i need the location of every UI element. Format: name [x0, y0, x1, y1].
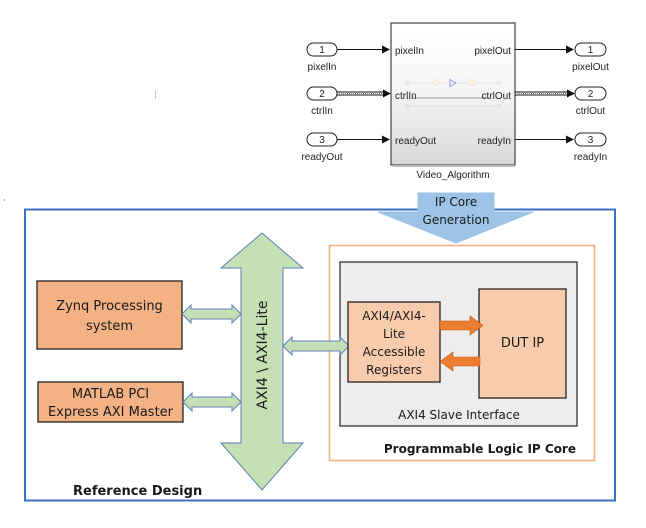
block-port-readyIn: readyIn — [478, 136, 511, 147]
block-port-readyOut: readyOut — [395, 136, 436, 147]
outport-pixelOut[interactable]: 1 pixelOut — [572, 42, 609, 73]
bus-line-ctrlIn — [337, 89, 391, 98]
matlab-label-line1: MATLAB PCI — [72, 387, 149, 402]
registers-to-dut-arrow — [439, 315, 484, 336]
inport-label: ctrlIn — [311, 106, 333, 117]
outport-label: ctrlOut — [576, 106, 606, 117]
ip-core-generation-arrow: IP Core Generation — [377, 192, 534, 244]
axi4-bus-arrow: AXI4 \ AXI4-Lite — [219, 232, 305, 491]
block-port-ctrlIn: ctrlIn — [395, 91, 417, 102]
matlab-bus-double-arrow — [182, 391, 242, 413]
axi4-slave-interface-label: AXI4 Slave Interface — [398, 408, 520, 422]
bus-line-ctrlOut — [515, 89, 575, 98]
inport-label: pixelIn — [308, 62, 337, 73]
block-internal-icon — [405, 78, 501, 108]
block-port-pixelIn: pixelIn — [395, 46, 424, 57]
reference-design-frame — [24, 208, 616, 502]
bus-registers-double-arrow — [282, 335, 350, 357]
ip-core-arrow-line2: Generation — [423, 213, 490, 227]
ip-core-label: Programmable Logic IP Core — [384, 442, 576, 456]
inport-number: 2 — [319, 89, 325, 100]
registers-line1: AXI4/AXI4- — [362, 309, 426, 323]
stray-mark — [155, 91, 156, 99]
block-name: Video_Algorithm — [416, 170, 489, 181]
outport-label: readyIn — [574, 152, 607, 163]
outport-number: 1 — [588, 45, 594, 56]
inport-number: 1 — [319, 45, 325, 56]
axi4-bus-label: AXI4 \ AXI4-Lite — [255, 301, 271, 410]
inport-readyOut[interactable]: 3 readyOut — [301, 132, 343, 163]
accessible-registers-box[interactable]: AXI4/AXI4- Lite Accessible Registers — [347, 301, 441, 383]
video-algorithm-block[interactable] — [390, 22, 516, 166]
registers-line2: Lite — [383, 327, 405, 341]
outport-label: pixelOut — [572, 62, 609, 73]
dut-ip-label: DUT IP — [501, 336, 544, 351]
dut-ip-box[interactable]: DUT IP — [478, 288, 567, 399]
matlab-pci-express-axi-master-box[interactable]: MATLAB PCI Express AXI Master — [37, 381, 184, 423]
registers-line3: Accessible — [363, 345, 426, 359]
reference-design-label: Reference Design — [73, 484, 202, 499]
outport-number: 3 — [588, 135, 594, 146]
block-shadow — [393, 165, 515, 167]
simulink-model: pixelIn ctrlIn readyOut pixelOut ctrlOut… — [301, 22, 609, 181]
outport-ctrlOut[interactable]: 2 ctrlOut — [574, 86, 607, 117]
zynq-processing-system-box[interactable]: Zynq Processing system — [36, 280, 183, 350]
ip-core-arrow-line1: IP Core — [435, 195, 477, 209]
stray-mark — [4, 199, 5, 201]
block-port-pixelOut: pixelOut — [474, 46, 511, 57]
programmable-logic-ip-core-frame — [328, 244, 596, 462]
zynq-label-line1: Zynq Processing — [56, 299, 163, 314]
inport-label: readyOut — [301, 152, 342, 163]
inport-number: 3 — [319, 135, 325, 146]
outport-readyIn[interactable]: 3 readyIn — [574, 132, 607, 163]
inport-pixelIn[interactable]: 1 pixelIn — [306, 42, 338, 73]
zynq-label-line2: system — [86, 319, 133, 334]
matlab-label-line2: Express AXI Master — [48, 405, 174, 420]
registers-line4: Registers — [366, 363, 422, 377]
inport-ctrlIn[interactable]: 2 ctrlIn — [306, 86, 338, 117]
dut-to-registers-arrow — [439, 351, 481, 372]
outport-number: 2 — [588, 89, 594, 100]
zynq-bus-double-arrow — [181, 303, 242, 325]
block-port-ctrlOut: ctrlOut — [482, 91, 512, 102]
